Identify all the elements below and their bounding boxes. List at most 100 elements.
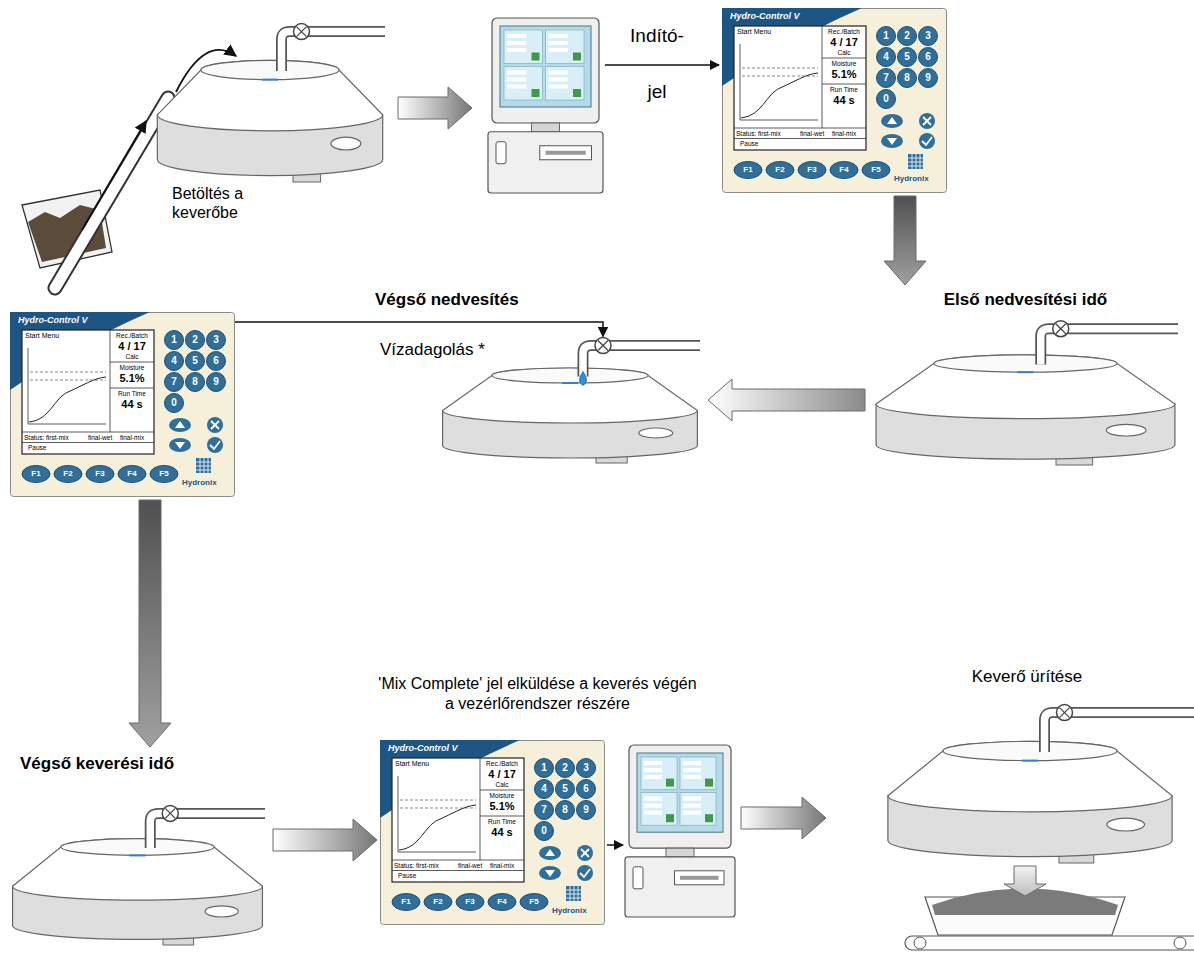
key-label: 1 bbox=[159, 334, 189, 346]
signal-label: Indító- jel bbox=[624, 8, 690, 120]
screen-field bbox=[644, 811, 662, 815]
screen-window bbox=[680, 757, 716, 790]
screen-field bbox=[683, 768, 701, 772]
screen-field bbox=[549, 85, 568, 89]
brand-logo-grid bbox=[566, 894, 581, 895]
flow-arrow bbox=[129, 500, 171, 747]
key-label: 8 bbox=[892, 72, 922, 84]
status-text: Status: first-mix bbox=[736, 130, 781, 137]
brand-logo bbox=[196, 458, 211, 473]
valve-cross bbox=[297, 27, 307, 37]
chart-limit bbox=[400, 800, 476, 801]
softkey-label: Pause bbox=[28, 444, 46, 451]
brand-logo-grid bbox=[204, 458, 205, 473]
screen-rule bbox=[822, 58, 866, 59]
mixer-mark bbox=[1022, 760, 1038, 762]
key-label: 3 bbox=[201, 334, 231, 346]
cancel-mark bbox=[923, 117, 931, 125]
screen-field bbox=[644, 768, 662, 772]
key-label: 2 bbox=[892, 30, 922, 42]
pc-stand bbox=[532, 123, 560, 132]
chart-axis bbox=[28, 348, 29, 424]
mixer-door bbox=[639, 428, 673, 438]
screen-field bbox=[644, 804, 662, 808]
pc-base bbox=[625, 857, 735, 917]
mixer-cone bbox=[876, 355, 1175, 419]
function-key-label: F5 bbox=[519, 897, 549, 907]
key-label: 6 bbox=[571, 783, 601, 795]
chart-axis bbox=[740, 120, 818, 121]
screen-value: 44 s bbox=[102, 398, 162, 411]
screen-field bbox=[549, 41, 568, 45]
illustration bbox=[22, 18, 1194, 950]
nav-key bbox=[881, 134, 903, 148]
screen-text: Start Menu bbox=[25, 332, 59, 340]
screen-rule bbox=[110, 362, 154, 363]
cancel-mark bbox=[211, 421, 219, 429]
valve-cross bbox=[165, 808, 175, 818]
screen-text: Start Menu bbox=[395, 760, 429, 768]
panel-face bbox=[11, 313, 235, 497]
screen-value: 5.1% bbox=[814, 68, 874, 81]
nav-arrow bbox=[545, 849, 555, 856]
screen-field bbox=[549, 78, 568, 82]
screen-text: Moisture bbox=[814, 60, 874, 67]
brand-logo-grid bbox=[196, 462, 211, 463]
key-label: 9 bbox=[913, 72, 943, 84]
screen-rule bbox=[110, 388, 154, 389]
screen-value: 5.1% bbox=[472, 800, 532, 813]
screen-value: 4 / 17 bbox=[102, 340, 162, 353]
valve-cross bbox=[598, 341, 608, 351]
screen-window bbox=[546, 67, 585, 101]
screen-window bbox=[680, 793, 716, 826]
brand-logo-grid bbox=[566, 890, 581, 891]
brand-logo bbox=[566, 886, 581, 901]
flow-arrow bbox=[884, 196, 926, 285]
screen-indicator bbox=[666, 814, 674, 822]
screen-window bbox=[546, 30, 585, 64]
cancel-mark bbox=[581, 849, 589, 857]
pc-slot-paper bbox=[680, 876, 719, 880]
status-text: final-mix bbox=[490, 862, 514, 869]
chart-axis bbox=[398, 776, 399, 852]
screen-rule bbox=[822, 84, 866, 85]
key-label: 5 bbox=[892, 51, 922, 63]
screen-rule bbox=[480, 790, 524, 791]
controller-panel: Hydro-Control VStart MenuRec./Batch4 / 1… bbox=[722, 8, 947, 193]
signal-note: 'Mix Complete' jel elküldése a keverés v… bbox=[375, 674, 700, 714]
chart-limit bbox=[742, 68, 818, 69]
brand-logo-grid bbox=[908, 158, 923, 159]
pc-button bbox=[633, 867, 643, 889]
enter-mark bbox=[922, 137, 932, 145]
screen-text: Moisture bbox=[472, 792, 532, 799]
mixer-cone bbox=[443, 368, 698, 423]
function-key-label: F5 bbox=[149, 469, 179, 479]
function-key-label: F1 bbox=[733, 165, 763, 175]
moisture-trace bbox=[29, 377, 106, 422]
function-key bbox=[766, 162, 794, 179]
pc-slot bbox=[675, 871, 725, 885]
screen-rule bbox=[480, 816, 524, 817]
mixer-lid bbox=[201, 60, 339, 79]
screen-value: 4 / 17 bbox=[814, 36, 874, 49]
screen-field bbox=[683, 797, 701, 801]
brand-logo-grid bbox=[570, 886, 571, 901]
screen-field bbox=[507, 34, 526, 38]
feed-arrow bbox=[82, 121, 146, 230]
screen-rule bbox=[22, 432, 154, 433]
moisture-trace bbox=[399, 805, 476, 850]
function-key-label: F3 bbox=[797, 165, 827, 175]
signal-arrow bbox=[605, 64, 719, 66]
function-key bbox=[488, 894, 516, 911]
mixer-stage: Első nedvesítési idő bbox=[868, 288, 1183, 468]
mixer-outline bbox=[868, 288, 1183, 468]
function-key bbox=[520, 894, 548, 911]
water-dosing-line bbox=[235, 322, 603, 337]
enter-mark bbox=[210, 441, 220, 449]
key-label: 2 bbox=[180, 334, 210, 346]
mixer-lid bbox=[61, 839, 214, 856]
screen-text: Run Time bbox=[814, 86, 874, 93]
function-key-label: F1 bbox=[391, 897, 421, 907]
